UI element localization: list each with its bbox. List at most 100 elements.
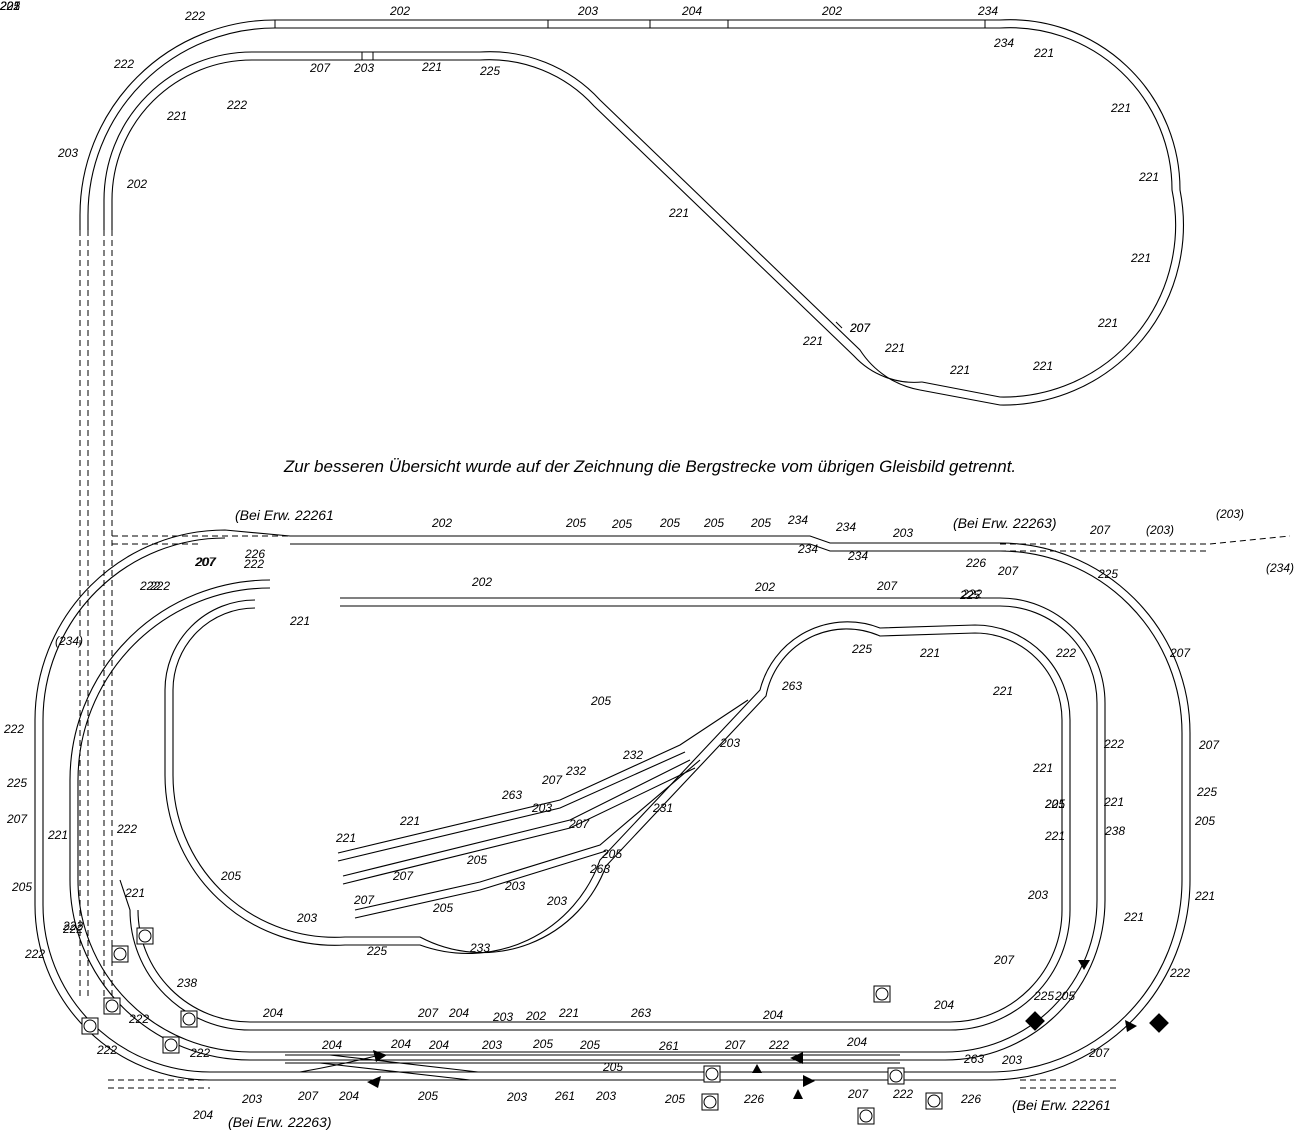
overview-note: Zur besseren Übersicht wurde auf der Zei… — [283, 457, 1016, 476]
track-piece-label: 207 — [997, 564, 1019, 578]
track-piece-label: 203 — [1027, 888, 1048, 902]
track-piece-label: 221 — [884, 341, 905, 355]
track-piece-label: 226 — [960, 1092, 981, 1106]
track-piece-label: 204 — [762, 1008, 783, 1022]
track-piece-label: 222 — [3, 722, 24, 736]
track-piece-label: 204 — [321, 1038, 342, 1052]
track-piece-label: 222 — [1055, 646, 1076, 660]
track-piece-label: 222 — [768, 1038, 789, 1052]
track-piece-label: 222 — [892, 1087, 913, 1101]
track-piece-label: 222 — [226, 98, 247, 112]
track-piece-label: 221 — [0, 0, 20, 13]
track-piece-label: 207 — [849, 321, 871, 335]
track-piece-label: 207 — [1089, 523, 1111, 537]
track-piece-label: 222 — [96, 1043, 117, 1057]
track-piece-label: 225 — [1097, 567, 1118, 581]
track-piece-label: 222 — [0, 0, 20, 13]
inner-loop — [119, 599, 1071, 1031]
track-piece-label: 221 — [47, 828, 68, 842]
track-piece-label: 221 — [166, 109, 187, 123]
track-piece-label: 207 — [194, 555, 216, 569]
track-piece-label: 221 — [335, 831, 356, 845]
track-piece-label: 205 — [466, 853, 487, 867]
track-piece-label: 221 — [124, 886, 145, 900]
track-piece-label: 204 — [846, 1035, 867, 1049]
track-piece-label: 222 — [243, 557, 264, 571]
track-piece-label: 204 — [192, 1108, 213, 1122]
track-piece-label: 226 — [965, 556, 986, 570]
track-piece-label: 221 — [1110, 101, 1131, 115]
track-piece-label: 221 — [668, 206, 689, 220]
track-piece-label: 226 — [244, 547, 265, 561]
track-piece-label: 238 — [1104, 824, 1125, 838]
track-piece-label: 205 — [659, 516, 680, 530]
track-piece-label: 225 — [851, 642, 872, 656]
track-piece-label: 221 — [399, 814, 420, 828]
track-piece-label: 221 — [1044, 829, 1065, 843]
track-piece-label: 207 — [1198, 738, 1220, 752]
track-piece-label: 225 — [959, 588, 980, 602]
track-piece-label: 204 — [338, 1089, 359, 1103]
track-piece-label: 203 — [481, 1038, 502, 1052]
track-piece-label: 207 — [993, 953, 1015, 967]
track-piece-label: 202 — [389, 4, 410, 18]
track-piece-label: 207 — [876, 579, 898, 593]
track-piece-label: 207 — [847, 1087, 869, 1101]
track-piece-label: 221 — [1138, 170, 1159, 184]
track-piece-label: 221 — [802, 334, 823, 348]
track-piece-label: 263 — [963, 1052, 984, 1066]
track-piece-label: 232 — [622, 748, 643, 762]
track-piece-label: 204 — [448, 1006, 469, 1020]
track-piece-label: 207 — [195, 555, 217, 569]
track-piece-label: 221 — [949, 363, 970, 377]
track-piece-label: 203 — [353, 61, 374, 75]
extension-note-top-left: (Bei Erw. 22261 — [235, 507, 334, 523]
track-piece-label: 225 — [6, 776, 27, 790]
track-piece-label: 207 — [1088, 1046, 1110, 1060]
track-piece-label: 205 — [703, 516, 724, 530]
track-piece-label: 203 — [719, 736, 740, 750]
signal-symbols — [367, 960, 1169, 1099]
track-piece-label: 263 — [501, 788, 522, 802]
track-piece-label: 225 — [1196, 785, 1217, 799]
extension-stubs — [108, 535, 1291, 1089]
track-piece-label: 204 — [390, 1037, 411, 1051]
track-piece-label: 205 — [432, 901, 453, 915]
track-piece-label: 205 — [417, 1089, 438, 1103]
track-piece-label: 222 — [149, 579, 170, 593]
middle-oval — [69, 579, 1106, 1061]
track-piece-label: 221 — [919, 646, 940, 660]
track-piece-label: 234 — [787, 513, 808, 527]
track-piece-label: 225 — [366, 944, 387, 958]
track-piece-label: 203 — [1001, 1053, 1022, 1067]
track-piece-label: 263 — [630, 1006, 651, 1020]
track-piece-label: 221 — [1194, 889, 1215, 903]
track-piece-label: 203 — [504, 879, 525, 893]
track-piece-label: 222 — [961, 587, 982, 601]
track-piece-label: 232 — [565, 764, 586, 778]
mountain-connectors — [79, 230, 113, 1000]
track-piece-label: 234 — [835, 520, 856, 534]
outer-oval — [34, 529, 1191, 1081]
yard-sidings — [337, 699, 749, 919]
track-piece-label: 203 — [546, 894, 567, 908]
track-piece-label: 234 — [847, 549, 868, 563]
track-piece-label: 203 — [241, 1092, 262, 1106]
track-piece-label: 205 — [1194, 814, 1215, 828]
track-piece-label: 207 — [392, 869, 414, 883]
track-piece-label: 207 — [849, 321, 871, 335]
track-piece-label: 203 — [577, 4, 598, 18]
track-piece-label: 221 — [992, 684, 1013, 698]
track-piece-label: 261 — [658, 1039, 679, 1053]
track-piece-label: 222 — [113, 57, 134, 71]
track-piece-label: 222 — [189, 1046, 210, 1060]
track-piece-label: 207 — [724, 1038, 746, 1052]
track-piece-label: 203 — [892, 526, 913, 540]
track-piece-label: 222 — [62, 919, 83, 933]
track-piece-label: 207 — [353, 893, 375, 907]
track-piece-label: 205 — [1044, 797, 1065, 811]
track-piece-label: 221 — [1097, 316, 1118, 330]
